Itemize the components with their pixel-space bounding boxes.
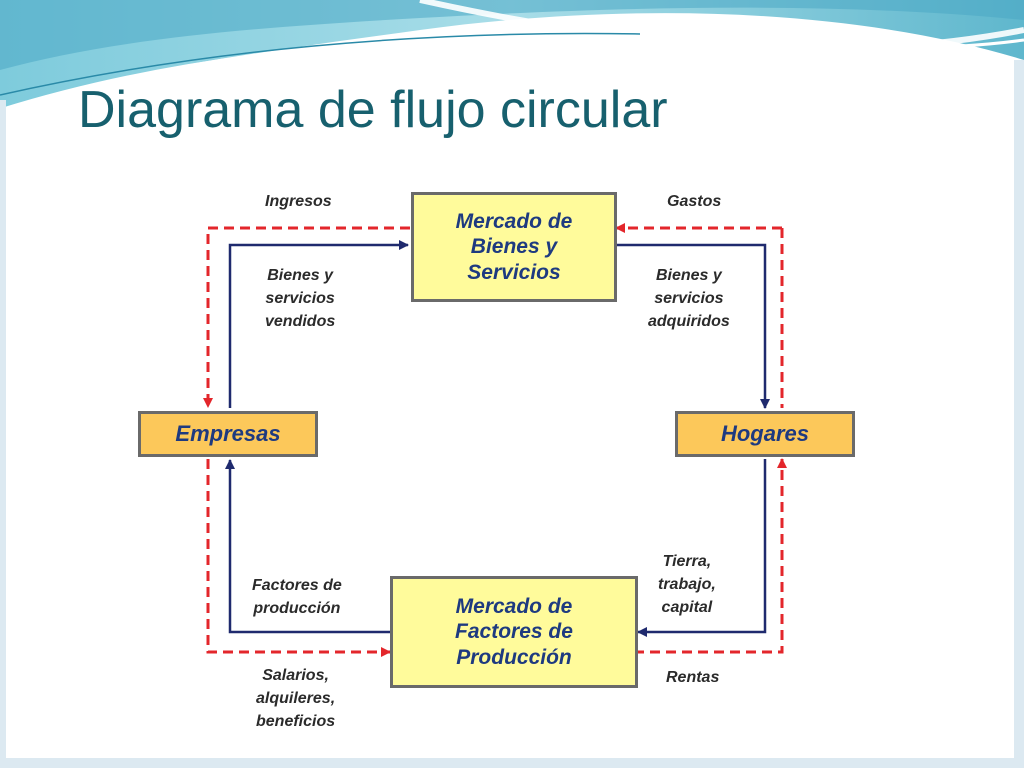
bienes-adquiridos-arrow (616, 243, 770, 409)
goods-flow-loop (225, 240, 770, 637)
frame-bottom (0, 758, 1024, 768)
ingresos-arrow (203, 226, 410, 408)
label-line: trabajo, (658, 576, 716, 594)
label-line: servicios (654, 290, 724, 308)
slide-title: Diagrama de flujo circular (78, 81, 668, 139)
bienes-adquiridos-label: Bienes y servicios adquiridos (648, 264, 730, 334)
ingresos-label: Ingresos (265, 193, 332, 210)
label-line: beneficios (256, 713, 336, 731)
money-flow-loop (203, 223, 787, 657)
rentas-label: Rentas (666, 669, 720, 686)
label-line: Factores de (252, 577, 342, 594)
rentas-arrow (634, 458, 787, 654)
factores-produccion-arrow (225, 459, 390, 634)
label-line: Salarios, (262, 667, 329, 684)
label-line: vendidos (265, 313, 336, 331)
node-line: Mercado de (455, 595, 573, 619)
node-line: Producción (456, 645, 572, 669)
label-line: capital (661, 599, 713, 617)
tierra-trabajo-arrow (637, 459, 767, 637)
node-line: Factores de (455, 620, 573, 644)
bienes-vendidos-arrow (228, 240, 409, 408)
salarios-alquileres-beneficios-label: Salarios, alquileres, beneficios (256, 664, 335, 734)
label-line: adquiridos (648, 313, 730, 331)
mercado-bienes-servicios-box: Mercado de Bienes y Servicios (411, 192, 617, 302)
label-line: alquileres, (256, 690, 336, 708)
label-line: servicios (265, 290, 335, 308)
flow-arrows (203, 223, 787, 657)
salarios-arrow (206, 459, 391, 657)
hogares-box: Hogares (675, 411, 855, 457)
frame-left (0, 100, 6, 768)
empresas-box: Empresas (138, 411, 318, 457)
label-line: Bienes y (655, 267, 722, 284)
label-line: producción (253, 600, 341, 618)
label-line: Bienes y (267, 267, 334, 284)
node-line: Servicios (467, 260, 561, 284)
label-line: Tierra, (662, 553, 712, 570)
mercado-factores-produccion-box: Mercado de Factores de Producción (390, 576, 638, 688)
empresas-label: Empresas (175, 420, 281, 446)
frame-right (1014, 60, 1024, 768)
node-line: Mercado de (455, 210, 573, 234)
hogares-label: Hogares (720, 420, 810, 446)
node-line: Bienes y (470, 235, 558, 259)
factores-produccion-label: Factores de producción (252, 574, 342, 620)
circular-flow-diagram: Mercado de Bienes y Servicios Empresas H… (120, 182, 872, 742)
header-wave-decoration (0, 0, 1024, 120)
gastos-label: Gastos (667, 193, 722, 210)
tierra-trabajo-capital-label: Tierra, trabajo, capital (658, 550, 716, 620)
bienes-vendidos-label: Bienes y servicios vendidos (265, 264, 335, 334)
